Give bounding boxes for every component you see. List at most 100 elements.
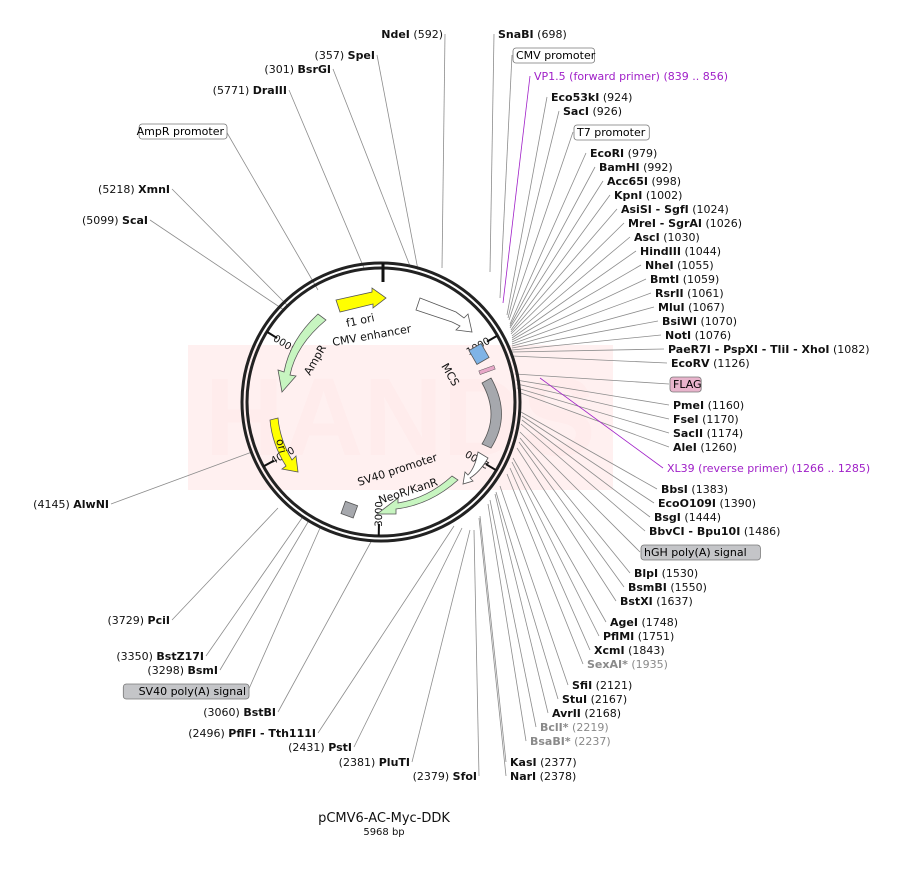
site-label: (3350) BstZ17I [116, 650, 204, 663]
svg-text:XL39 (reverse primer) (1266 .: XL39 (reverse primer) (1266 .. 1285) [667, 462, 870, 475]
site-label: BclI* (2219) [540, 721, 609, 734]
svg-text:BbsI (1383): BbsI (1383) [661, 483, 728, 496]
leader-line [225, 130, 319, 291]
leader-line [499, 54, 513, 299]
site-label: SexAI* (1935) [587, 658, 668, 671]
feature-flag-mark [478, 365, 496, 375]
leader-line [277, 539, 373, 713]
svg-text:SacI (926): SacI (926) [563, 105, 622, 118]
leader-line [506, 473, 584, 665]
site-label: BstXI (1637) [620, 595, 693, 608]
leader-line [508, 131, 574, 321]
svg-text:AgeI (1748): AgeI (1748) [610, 616, 678, 629]
svg-text:CMV enhancer: CMV enhancer [331, 322, 412, 349]
site-label: FseI (1170) [673, 413, 739, 426]
svg-text:AleI (1260): AleI (1260) [673, 441, 737, 454]
svg-text:HindIII (1044): HindIII (1044) [640, 245, 721, 258]
site-label: BlpI (1530) [634, 567, 698, 580]
leader-line [171, 507, 279, 621]
leader-line [510, 194, 611, 331]
leader-line [205, 517, 303, 657]
svg-text:KasI (2377): KasI (2377) [510, 756, 577, 769]
svg-text:(2431) PstI: (2431) PstI [288, 741, 352, 754]
leader-line [519, 437, 631, 574]
site-label: (2496) PflFI - Tth111I [188, 727, 316, 740]
leader-line [507, 110, 560, 319]
leader-line [506, 96, 548, 316]
site-label: EcoRI (979) [590, 147, 657, 160]
svg-text:(357) SpeI: (357) SpeI [315, 49, 375, 62]
leader-line [521, 419, 651, 518]
feature-hgh-polya [481, 377, 502, 449]
label-leader-lines [110, 33, 670, 777]
site-label: SV40 poly(A) signal [122, 683, 250, 700]
site-label: StuI (2167) [562, 693, 627, 706]
site-label: (3298) BsmI [147, 664, 218, 677]
site-label: XL39 (reverse primer) (1266 .. 1285) [667, 462, 870, 475]
site-label: (2381) PluTI [339, 756, 410, 769]
leader-line [247, 527, 321, 692]
svg-text:AscI (1030): AscI (1030) [634, 231, 700, 244]
site-label: VP1.5 (forward primer) (839 .. 856) [534, 70, 728, 83]
leader-line [489, 33, 495, 273]
leader-line [511, 236, 631, 337]
svg-text:(5099) ScaI: (5099) ScaI [82, 214, 148, 227]
site-label: SacII (1174) [673, 427, 743, 440]
leader-line [511, 278, 647, 343]
svg-text:FseI (1170): FseI (1170) [673, 413, 739, 426]
leader-line [441, 33, 446, 269]
site-label: AscI (1030) [634, 231, 700, 244]
backbone-outer [240, 261, 522, 543]
svg-text:BsaBI* (2237): BsaBI* (2237) [530, 735, 611, 748]
leader-line [288, 89, 365, 269]
site-label: (4145) AlwNI [33, 498, 109, 511]
leader-line [539, 377, 664, 469]
leader-line [509, 152, 587, 325]
leader-line [509, 180, 604, 329]
site-label: NarI (2378) [510, 770, 576, 783]
leader-line [519, 431, 641, 553]
site-label: BsaBI* (2237) [530, 735, 611, 748]
svg-text:T7 promoter: T7 promoter [576, 126, 646, 139]
site-label: AmpR promoter [137, 123, 228, 140]
leader-line [516, 447, 617, 602]
svg-text:NotI (1076): NotI (1076) [665, 329, 731, 342]
leader-line [515, 379, 670, 406]
svg-text:BsmBI (1550): BsmBI (1550) [628, 581, 707, 594]
svg-text:(5218) XmnI: (5218) XmnI [98, 183, 170, 196]
site-label: KpnI (1002) [614, 189, 682, 202]
site-label: BamHI (992) [599, 161, 673, 174]
site-label: BsiWI (1070) [662, 315, 737, 328]
site-label: (301) BsrGI [264, 63, 331, 76]
svg-text:ori: ori [273, 437, 289, 454]
leader-line [511, 250, 637, 339]
leader-line [511, 334, 662, 351]
svg-text:(5771) DraIII: (5771) DraIII [213, 84, 287, 97]
svg-text:(301) BsrGI: (301) BsrGI [264, 63, 331, 76]
svg-text:PflMI (1751): PflMI (1751) [603, 630, 674, 643]
plasmid-size: 5968 bp [363, 827, 404, 838]
leader-line [520, 423, 646, 532]
leader-line [353, 527, 463, 748]
feature-f1-ori: f1 ori [335, 287, 387, 330]
site-label: MluI (1067) [658, 301, 725, 314]
leader-line [487, 503, 527, 742]
site-label: (357) SpeI [315, 49, 375, 62]
site-label: SacI (926) [563, 105, 622, 118]
leader-line [520, 411, 658, 490]
svg-text:SexAI* (1935): SexAI* (1935) [587, 658, 668, 671]
leader-line [510, 222, 625, 335]
site-label: hGH poly(A) signal [640, 544, 761, 561]
svg-text:SnaBI (698): SnaBI (698) [498, 28, 567, 41]
leader-line [511, 348, 665, 353]
leader-line [511, 320, 659, 349]
leader-line [110, 451, 253, 505]
tick-mark [266, 330, 278, 339]
svg-text:FLAG: FLAG [673, 378, 702, 391]
leader-line [511, 461, 600, 637]
svg-text:Acc65I (998): Acc65I (998) [607, 175, 681, 188]
leader-line [479, 515, 507, 763]
site-label: EcoO109I (1390) [658, 497, 756, 510]
svg-text:(3729) PciI: (3729) PciI [107, 614, 170, 627]
